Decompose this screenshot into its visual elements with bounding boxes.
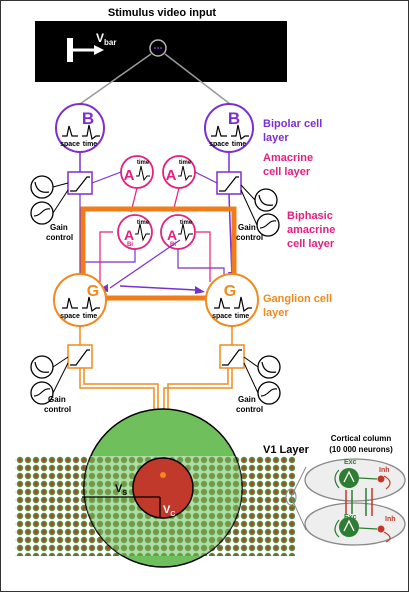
svg-text:Inh: Inh (379, 467, 390, 474)
svg-text:B: B (228, 109, 240, 128)
svg-text:time: time (179, 160, 192, 166)
svg-text:space: space (60, 141, 80, 148)
svg-text:space: space (60, 313, 80, 320)
ganglion-layer-label: Ganglion cell layer (263, 293, 335, 319)
svg-text:space: space (209, 141, 229, 148)
svg-text:time: time (83, 141, 98, 148)
cortical-column-upper: Exc Inh (304, 458, 406, 502)
bipolar-cell-left: B space time (55, 103, 105, 153)
svg-text:B: B (82, 109, 94, 128)
cortical-column-lower: Exc Inh (304, 502, 406, 546)
amacrine-layer-label: Amacrine cell layer (263, 152, 316, 178)
svg-text:A: A (124, 167, 135, 184)
ganglion-nonlinearity-right (219, 344, 245, 369)
bipolar-nonlinearity-right (216, 171, 242, 195)
ganglion-cell-right: G space time (205, 273, 259, 327)
biphasic-amacrine-cell-1: A Bi time (117, 214, 153, 250)
cortical-column-subtitle: (10 000 neurons) (329, 445, 393, 454)
bipolar-cell-right: B space time (204, 103, 254, 153)
svg-text:space: space (212, 313, 232, 320)
ganglion-cell-left: G space time (53, 273, 107, 327)
ganglion-nonlinearity-left (67, 344, 93, 369)
biphasic-amacrine-cell-2: A Bi time (160, 214, 196, 250)
svg-text:Inh: Inh (385, 516, 396, 523)
svg-text:Exc: Exc (344, 459, 357, 466)
bipolar-layer-label: Bipolar cell layer (263, 118, 325, 144)
v1-center-field (132, 457, 194, 519)
svg-text:time: time (137, 220, 150, 226)
svg-text:A: A (167, 227, 177, 243)
svg-text:Bi: Bi (127, 242, 133, 248)
svg-text:time: time (83, 313, 98, 320)
amacrine-cell-1: A time (120, 155, 154, 189)
amacrine-cell-2: A time (162, 155, 196, 189)
biphasic-layer-label: Biphasic amacrine cell layer (287, 210, 338, 250)
svg-text:G: G (87, 283, 99, 300)
velocity-label: Vbar (96, 31, 116, 47)
bipolar-nonlinearity-left (67, 171, 93, 195)
moving-bar-icon: Vbar (67, 31, 116, 62)
inter-column-connections (345, 488, 373, 516)
v1-layer-label: V1 Layer (263, 444, 310, 456)
svg-text:time: time (235, 313, 250, 320)
stimulus-title: Stimulus video input (108, 7, 217, 19)
svg-text:A: A (124, 227, 134, 243)
receptive-field-circle (149, 39, 167, 57)
svg-text:time: time (137, 160, 150, 166)
projection-line-left (79, 53, 152, 105)
vc-label: VC (163, 504, 175, 518)
svg-text:G: G (224, 283, 236, 300)
vs-label: VS (115, 483, 127, 497)
projection-line-right (164, 53, 231, 105)
svg-text:time: time (232, 141, 247, 148)
svg-text:A: A (166, 167, 177, 184)
svg-text:time: time (180, 220, 193, 226)
cortical-column-title: Cortical column (331, 434, 392, 443)
